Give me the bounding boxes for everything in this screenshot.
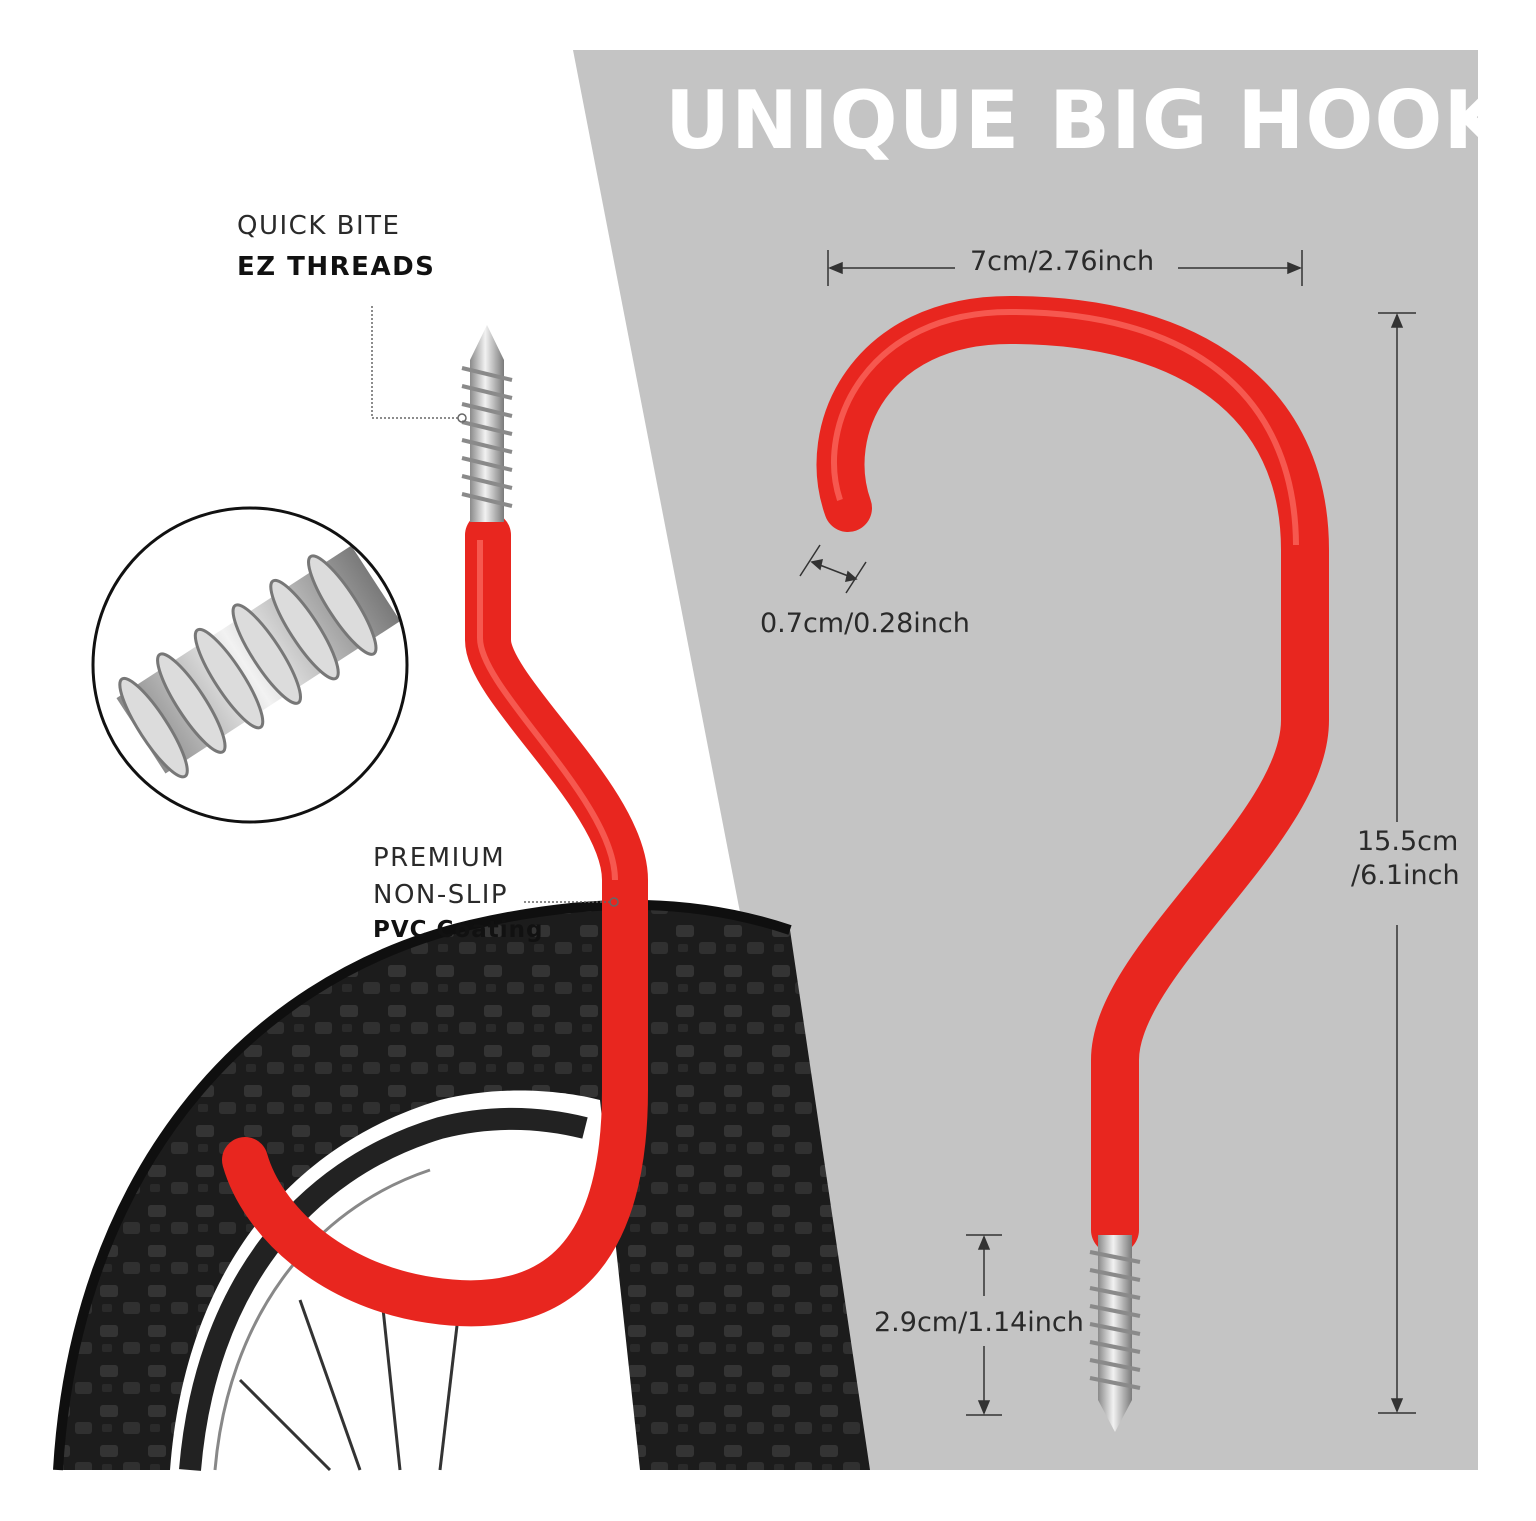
- thickness-dimension-label: 0.7cm/0.28inch: [760, 608, 970, 639]
- coating-callout-line1: PREMIUM: [373, 843, 506, 873]
- threads-leader-line: [371, 306, 460, 419]
- bicycle-tire: [53, 899, 870, 1472]
- screw-length-dimension-label: 2.9cm/1.14inch: [874, 1307, 1084, 1338]
- mounted-hook: [222, 325, 648, 1327]
- width-dimension-label: 7cm/2.76inch: [970, 246, 1155, 277]
- threads-callout-line1: QUICK BITE: [237, 211, 401, 241]
- threads-callout-line2: EZ THREADS: [237, 252, 436, 282]
- dimension-lines: [799, 250, 1416, 1416]
- height-dimension-label-line2: /6.1inch: [1351, 860, 1460, 891]
- coating-callout-line3: PVC Coating: [373, 917, 544, 943]
- thread-zoom-circle: [91, 506, 409, 824]
- page-title: UNIQUE BIG HOOK: [665, 74, 1507, 167]
- coating-callout-line2: NON-SLIP: [373, 880, 509, 910]
- big-hook: [816, 295, 1329, 1432]
- height-dimension-label-line1: 15.5cm: [1357, 826, 1459, 857]
